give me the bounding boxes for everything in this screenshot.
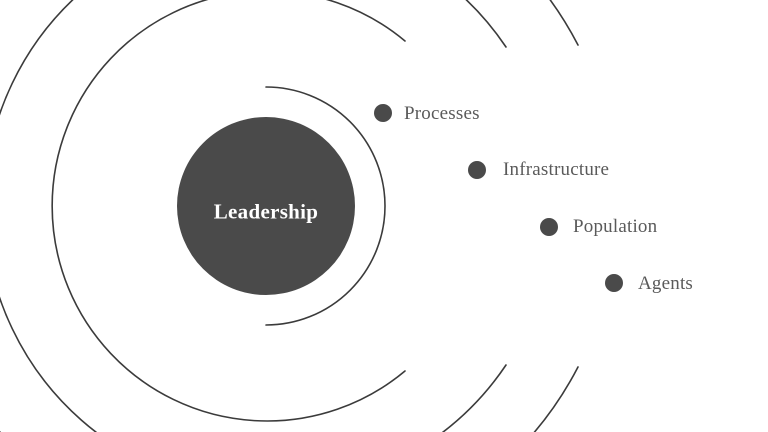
node-dot-population[interactable] xyxy=(540,218,558,236)
node-label-agents[interactable]: Agents xyxy=(638,273,694,294)
core-label-leadership: Leadership xyxy=(213,199,319,224)
node-dot-infrastructure[interactable] xyxy=(468,161,486,179)
node-label-processes[interactable]: Processes xyxy=(404,103,480,124)
node-dot-agents[interactable] xyxy=(605,274,623,292)
ring-arc-2 xyxy=(51,0,406,422)
node-label-infrastructure[interactable]: Infrastructure xyxy=(503,159,610,180)
node-dot-processes[interactable] xyxy=(374,104,392,122)
core-circle-leadership[interactable] xyxy=(177,117,355,295)
node-label-population[interactable]: Population xyxy=(573,216,658,237)
ring-arc-1 xyxy=(265,86,386,326)
